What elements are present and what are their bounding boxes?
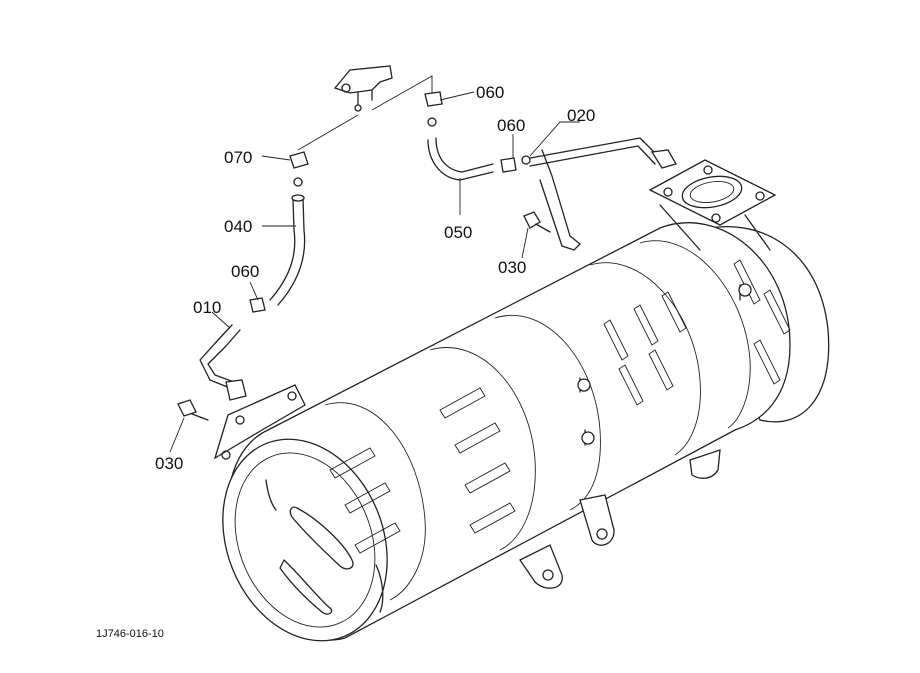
dpf-muffler-body [213,159,830,642]
leader-lines [169,91,580,453]
part-label-060-lower: 060 [231,262,260,281]
part-label-030-right: 030 [498,258,527,277]
part-label-040: 040 [224,217,253,236]
part-label-060-middle: 060 [497,116,526,135]
part-label-060-top: 060 [476,83,505,102]
part-label-050: 050 [444,223,473,242]
part-label-030-left: 030 [155,454,184,473]
part-label-070: 070 [224,148,253,167]
part-label-020: 020 [567,106,596,125]
drawing-code: 1J746-016-10 [96,628,164,640]
part-label-010: 010 [193,298,222,317]
pipe-assembly [177,65,677,421]
